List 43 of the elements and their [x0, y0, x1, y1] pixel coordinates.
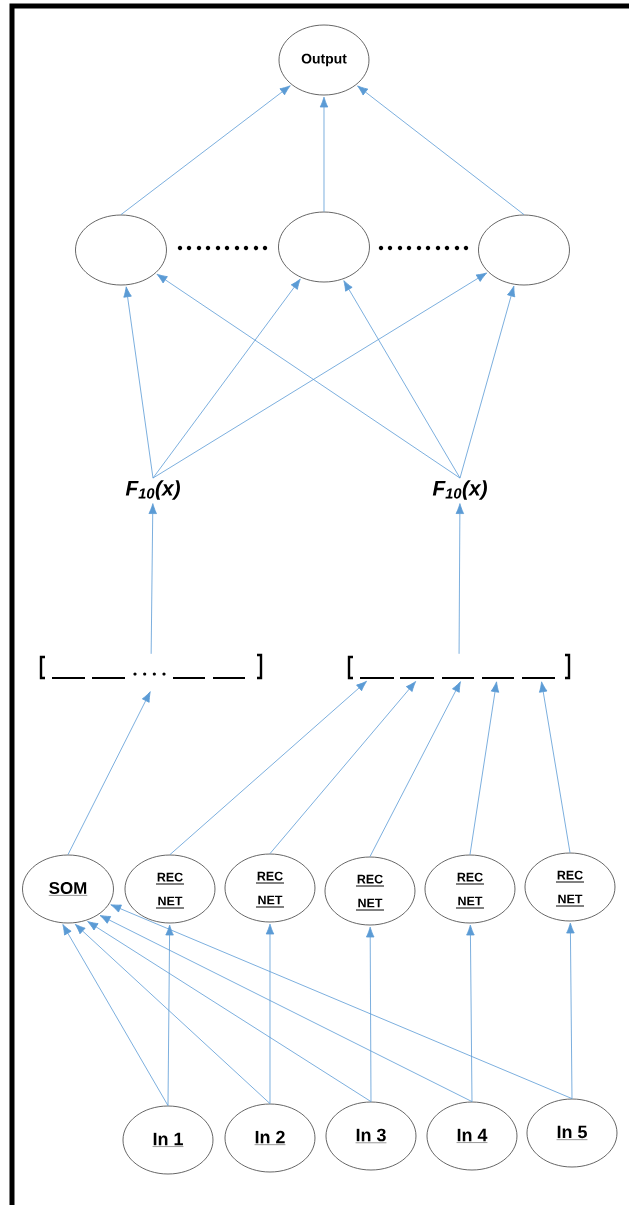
input-node: In 3 [325, 1101, 417, 1171]
network-node: REC NET [124, 854, 216, 924]
arrow [165, 924, 174, 1106]
arrow [87, 921, 372, 1102]
arrow [265, 923, 275, 1104]
neuron-circle [478, 214, 570, 286]
arrow [539, 681, 571, 853]
arrow [366, 926, 375, 1102]
arrow [123, 286, 154, 479]
arrow [459, 285, 516, 479]
network-node: REC NET [224, 853, 316, 923]
arrow [99, 915, 473, 1102]
arrow [566, 922, 575, 1099]
arrow [152, 278, 301, 479]
arrow [74, 923, 271, 1104]
neuron-circle [75, 214, 167, 286]
arrow [469, 681, 500, 855]
output-node: Output [278, 24, 370, 96]
network-node: REC NET [524, 852, 616, 922]
arrow [319, 96, 329, 212]
arrow [269, 681, 417, 854]
arrow [357, 85, 525, 215]
arrow [148, 503, 157, 655]
network-node: SOM [22, 854, 114, 924]
input-node: In 4 [426, 1101, 518, 1171]
arrow [466, 924, 475, 1102]
neuron-circle [278, 211, 370, 283]
arrow [62, 924, 169, 1106]
arrow [455, 503, 465, 655]
network-node: REC NET [424, 854, 516, 924]
arrow [343, 280, 461, 479]
function-label: F$_{10}$(x) [432, 480, 487, 500]
network-node: REC NET [324, 856, 416, 926]
arrow [110, 904, 573, 1099]
function-label: F$_{10}$(x) [125, 480, 180, 500]
arrow [120, 85, 291, 215]
arrow [169, 680, 367, 855]
arrow [67, 691, 151, 855]
arrow [369, 681, 461, 857]
input-node: In 1 [122, 1105, 214, 1175]
input-node: In 2 [224, 1103, 316, 1173]
vector-bracket-drawing [39, 653, 263, 680]
input-node: In 5 [526, 1098, 618, 1168]
